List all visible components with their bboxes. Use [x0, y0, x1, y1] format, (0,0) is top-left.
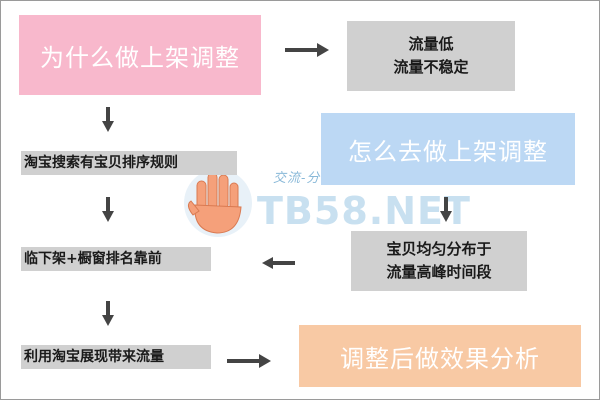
distribute-box: 宝贝均匀分布于 流量高峰时间段 [351, 231, 527, 291]
how-adjust-label: 怎么去做上架调整 [348, 137, 548, 166]
analyze-box: 调整后做效果分析 [299, 325, 581, 387]
low-traffic-line-2: 流量不稳定 [393, 58, 469, 76]
use-display-text: 利用淘宝展现带来流量 [24, 349, 164, 365]
arrow-down-3 [440, 197, 452, 222]
arrow-down-4 [102, 301, 114, 326]
hand-logo-icon [184, 169, 252, 237]
low-traffic-line-1: 流量低 [408, 35, 454, 53]
arrow-down-2 [102, 197, 114, 222]
distribute-line-1: 宝贝均匀分布于 [386, 240, 492, 258]
distribute-line-2: 流量高峰时间段 [386, 263, 492, 281]
taobao-rule-label: 淘宝搜索有宝贝排序规则 [21, 151, 237, 175]
analyze-label: 调整后做效果分析 [340, 344, 540, 373]
use-display-label: 利用淘宝展现带来流量 [21, 345, 211, 369]
watermark-logo-text: TB58.NET [257, 189, 471, 233]
how-adjust-box: 怎么去做上架调整 [321, 113, 575, 185]
near-listing-label: 临下架+橱窗排名靠前 [21, 247, 211, 271]
why-adjust-box: 为什么做上架调整 [19, 15, 261, 95]
arrow-left-1 [262, 257, 295, 269]
near-listing-text: 临下架+橱窗排名靠前 [24, 251, 162, 267]
arrow-right-1 [285, 43, 329, 57]
arrow-right-2 [227, 354, 271, 368]
why-adjust-label: 为什么做上架调整 [40, 43, 240, 72]
arrow-down-1 [102, 107, 114, 132]
low-traffic-box: 流量低 流量不稳定 [347, 21, 515, 91]
taobao-rule-text: 淘宝搜索有宝贝排序规则 [24, 155, 178, 171]
